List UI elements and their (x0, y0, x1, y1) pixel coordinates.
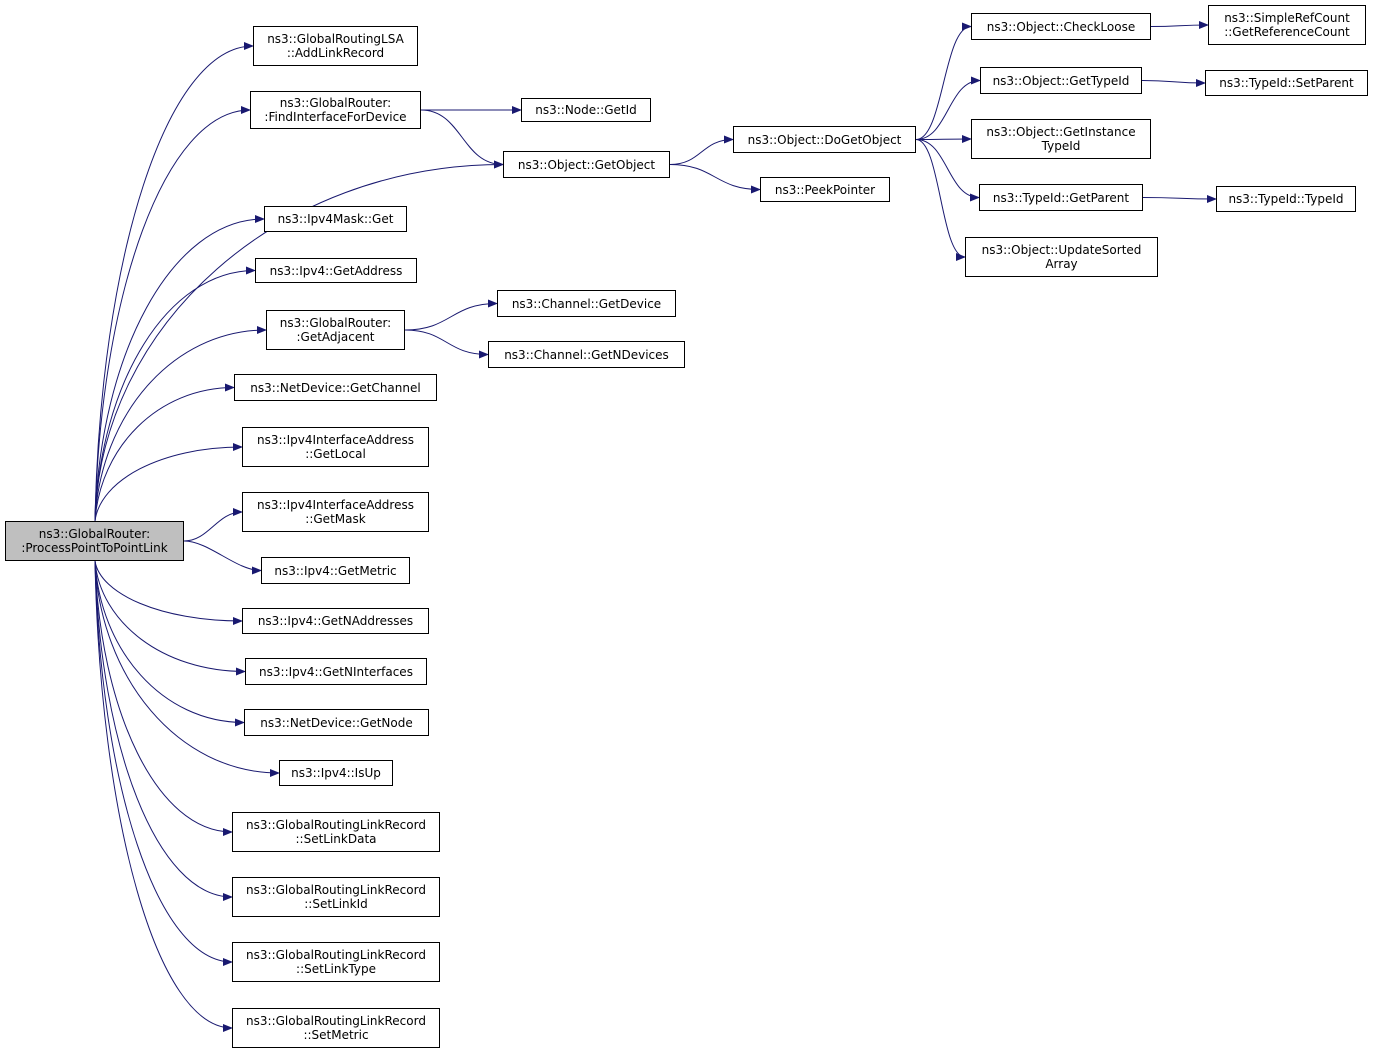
node-link-record-set-metric[interactable]: ns3::GlobalRoutingLinkRecord ::SetMetric (232, 1008, 440, 1048)
node-ipv4-get-n-interfaces[interactable]: ns3::Ipv4::GetNInterfaces (245, 658, 427, 685)
node-global-router-get-adjacent[interactable]: ns3::GlobalRouter: :GetAdjacent (266, 310, 405, 350)
node-channel-get-device[interactable]: ns3::Channel::GetDevice (497, 290, 676, 317)
node-ipv4-get-address[interactable]: ns3::Ipv4::GetAddress (255, 258, 417, 283)
edge-root-to-global-router-get-adjacent (94, 326, 267, 522)
edge-object-check-loose-to-simple-ref-count-get-reference-count (1150, 21, 1209, 30)
edge-root-to-ipv4-get-n-addresses (94, 560, 243, 625)
edge-root-to-ipv4-get-n-interfaces (94, 560, 246, 676)
node-object-update-sorted-array[interactable]: ns3::Object::UpdateSorted Array (965, 237, 1158, 277)
edge-root-to-net-device-get-channel (94, 383, 235, 522)
node-simple-ref-count-get-reference-count[interactable]: ns3::SimpleRefCount ::GetReferenceCount (1208, 5, 1366, 45)
edge-root-to-ipv4-get-metric (183, 540, 262, 575)
node-object-get-type-id[interactable]: ns3::Object::GetTypeId (980, 67, 1142, 94)
node-ipv4-get-metric[interactable]: ns3::Ipv4::GetMetric (261, 557, 410, 584)
edge-global-router-get-adjacent-to-channel-get-device (404, 299, 498, 331)
node-type-id-type-id[interactable]: ns3::TypeId::TypeId (1216, 186, 1356, 212)
edge-find-interface-for-device-to-object-get-object (420, 109, 504, 169)
node-peek-pointer[interactable]: ns3::PeekPointer (760, 177, 890, 202)
edge-object-do-get-object-to-object-get-type-id (915, 76, 981, 140)
edge-object-do-get-object-to-object-update-sorted-array (915, 139, 966, 261)
edge-root-to-link-record-set-link-id (94, 560, 233, 901)
node-net-device-get-channel[interactable]: ns3::NetDevice::GetChannel (234, 374, 437, 401)
edge-root-to-link-record-set-metric (94, 560, 233, 1032)
node-channel-get-n-devices[interactable]: ns3::Channel::GetNDevices (488, 341, 685, 368)
node-link-record-set-link-data[interactable]: ns3::GlobalRoutingLinkRecord ::SetLinkDa… (232, 812, 440, 852)
edge-root-to-ipv4-interface-address-get-local (94, 443, 243, 522)
edge-object-get-object-to-object-do-get-object (669, 135, 734, 165)
node-object-do-get-object[interactable]: ns3::Object::DoGetObject (733, 126, 916, 153)
edge-object-do-get-object-to-object-check-loose (915, 22, 972, 140)
edge-root-to-ipv4-mask-get (94, 215, 265, 522)
edge-global-router-get-adjacent-to-channel-get-n-devices (404, 329, 489, 359)
edge-object-do-get-object-to-object-get-instance-type-id (915, 135, 972, 144)
node-link-record-set-link-type[interactable]: ns3::GlobalRoutingLinkRecord ::SetLinkTy… (232, 942, 440, 982)
edge-type-id-get-parent-to-type-id-type-id (1142, 194, 1217, 203)
edge-root-to-find-interface-for-device (94, 106, 251, 522)
edge-root-to-ipv4-is-up (94, 560, 280, 777)
edge-root-to-link-record-set-link-data (94, 560, 233, 836)
node-type-id-set-parent[interactable]: ns3::TypeId::SetParent (1205, 70, 1368, 96)
node-find-interface-for-device[interactable]: ns3::GlobalRouter: :FindInterfaceForDevi… (250, 91, 421, 129)
node-net-device-get-node[interactable]: ns3::NetDevice::GetNode (244, 709, 429, 736)
node-ipv4-interface-address-get-mask[interactable]: ns3::Ipv4InterfaceAddress ::GetMask (242, 492, 429, 532)
edge-object-get-object-to-peek-pointer (669, 164, 761, 194)
node-link-record-set-link-id[interactable]: ns3::GlobalRoutingLinkRecord ::SetLinkId (232, 877, 440, 917)
node-ipv4-is-up[interactable]: ns3::Ipv4::IsUp (279, 760, 393, 786)
edge-root-to-link-record-set-link-type (94, 560, 233, 966)
edge-root-to-object-get-object (94, 160, 504, 522)
node-root-process-point-to-point-link: ns3::GlobalRouter: :ProcessPointToPointL… (5, 521, 184, 561)
node-ipv4-get-n-addresses[interactable]: ns3::Ipv4::GetNAddresses (242, 608, 429, 634)
edge-root-to-ipv4-get-address (94, 266, 256, 522)
edge-root-to-net-device-get-node (94, 560, 245, 727)
node-type-id-get-parent[interactable]: ns3::TypeId::GetParent (979, 184, 1143, 211)
edge-object-do-get-object-to-type-id-get-parent (915, 139, 980, 202)
edge-root-to-ipv4-interface-address-get-mask (183, 508, 243, 542)
node-ipv4-mask-get[interactable]: ns3::Ipv4Mask::Get (264, 206, 407, 232)
edge-object-get-type-id-to-type-id-set-parent (1141, 78, 1206, 87)
edge-root-to-add-link-record (94, 42, 254, 522)
node-add-link-record[interactable]: ns3::GlobalRoutingLSA ::AddLinkRecord (253, 26, 418, 66)
node-object-get-instance-type-id[interactable]: ns3::Object::GetInstance TypeId (971, 119, 1151, 159)
node-object-check-loose[interactable]: ns3::Object::CheckLoose (971, 13, 1151, 40)
node-object-get-object[interactable]: ns3::Object::GetObject (503, 151, 670, 178)
node-ipv4-interface-address-get-local[interactable]: ns3::Ipv4InterfaceAddress ::GetLocal (242, 427, 429, 467)
node-node-get-id[interactable]: ns3::Node::GetId (521, 98, 651, 122)
